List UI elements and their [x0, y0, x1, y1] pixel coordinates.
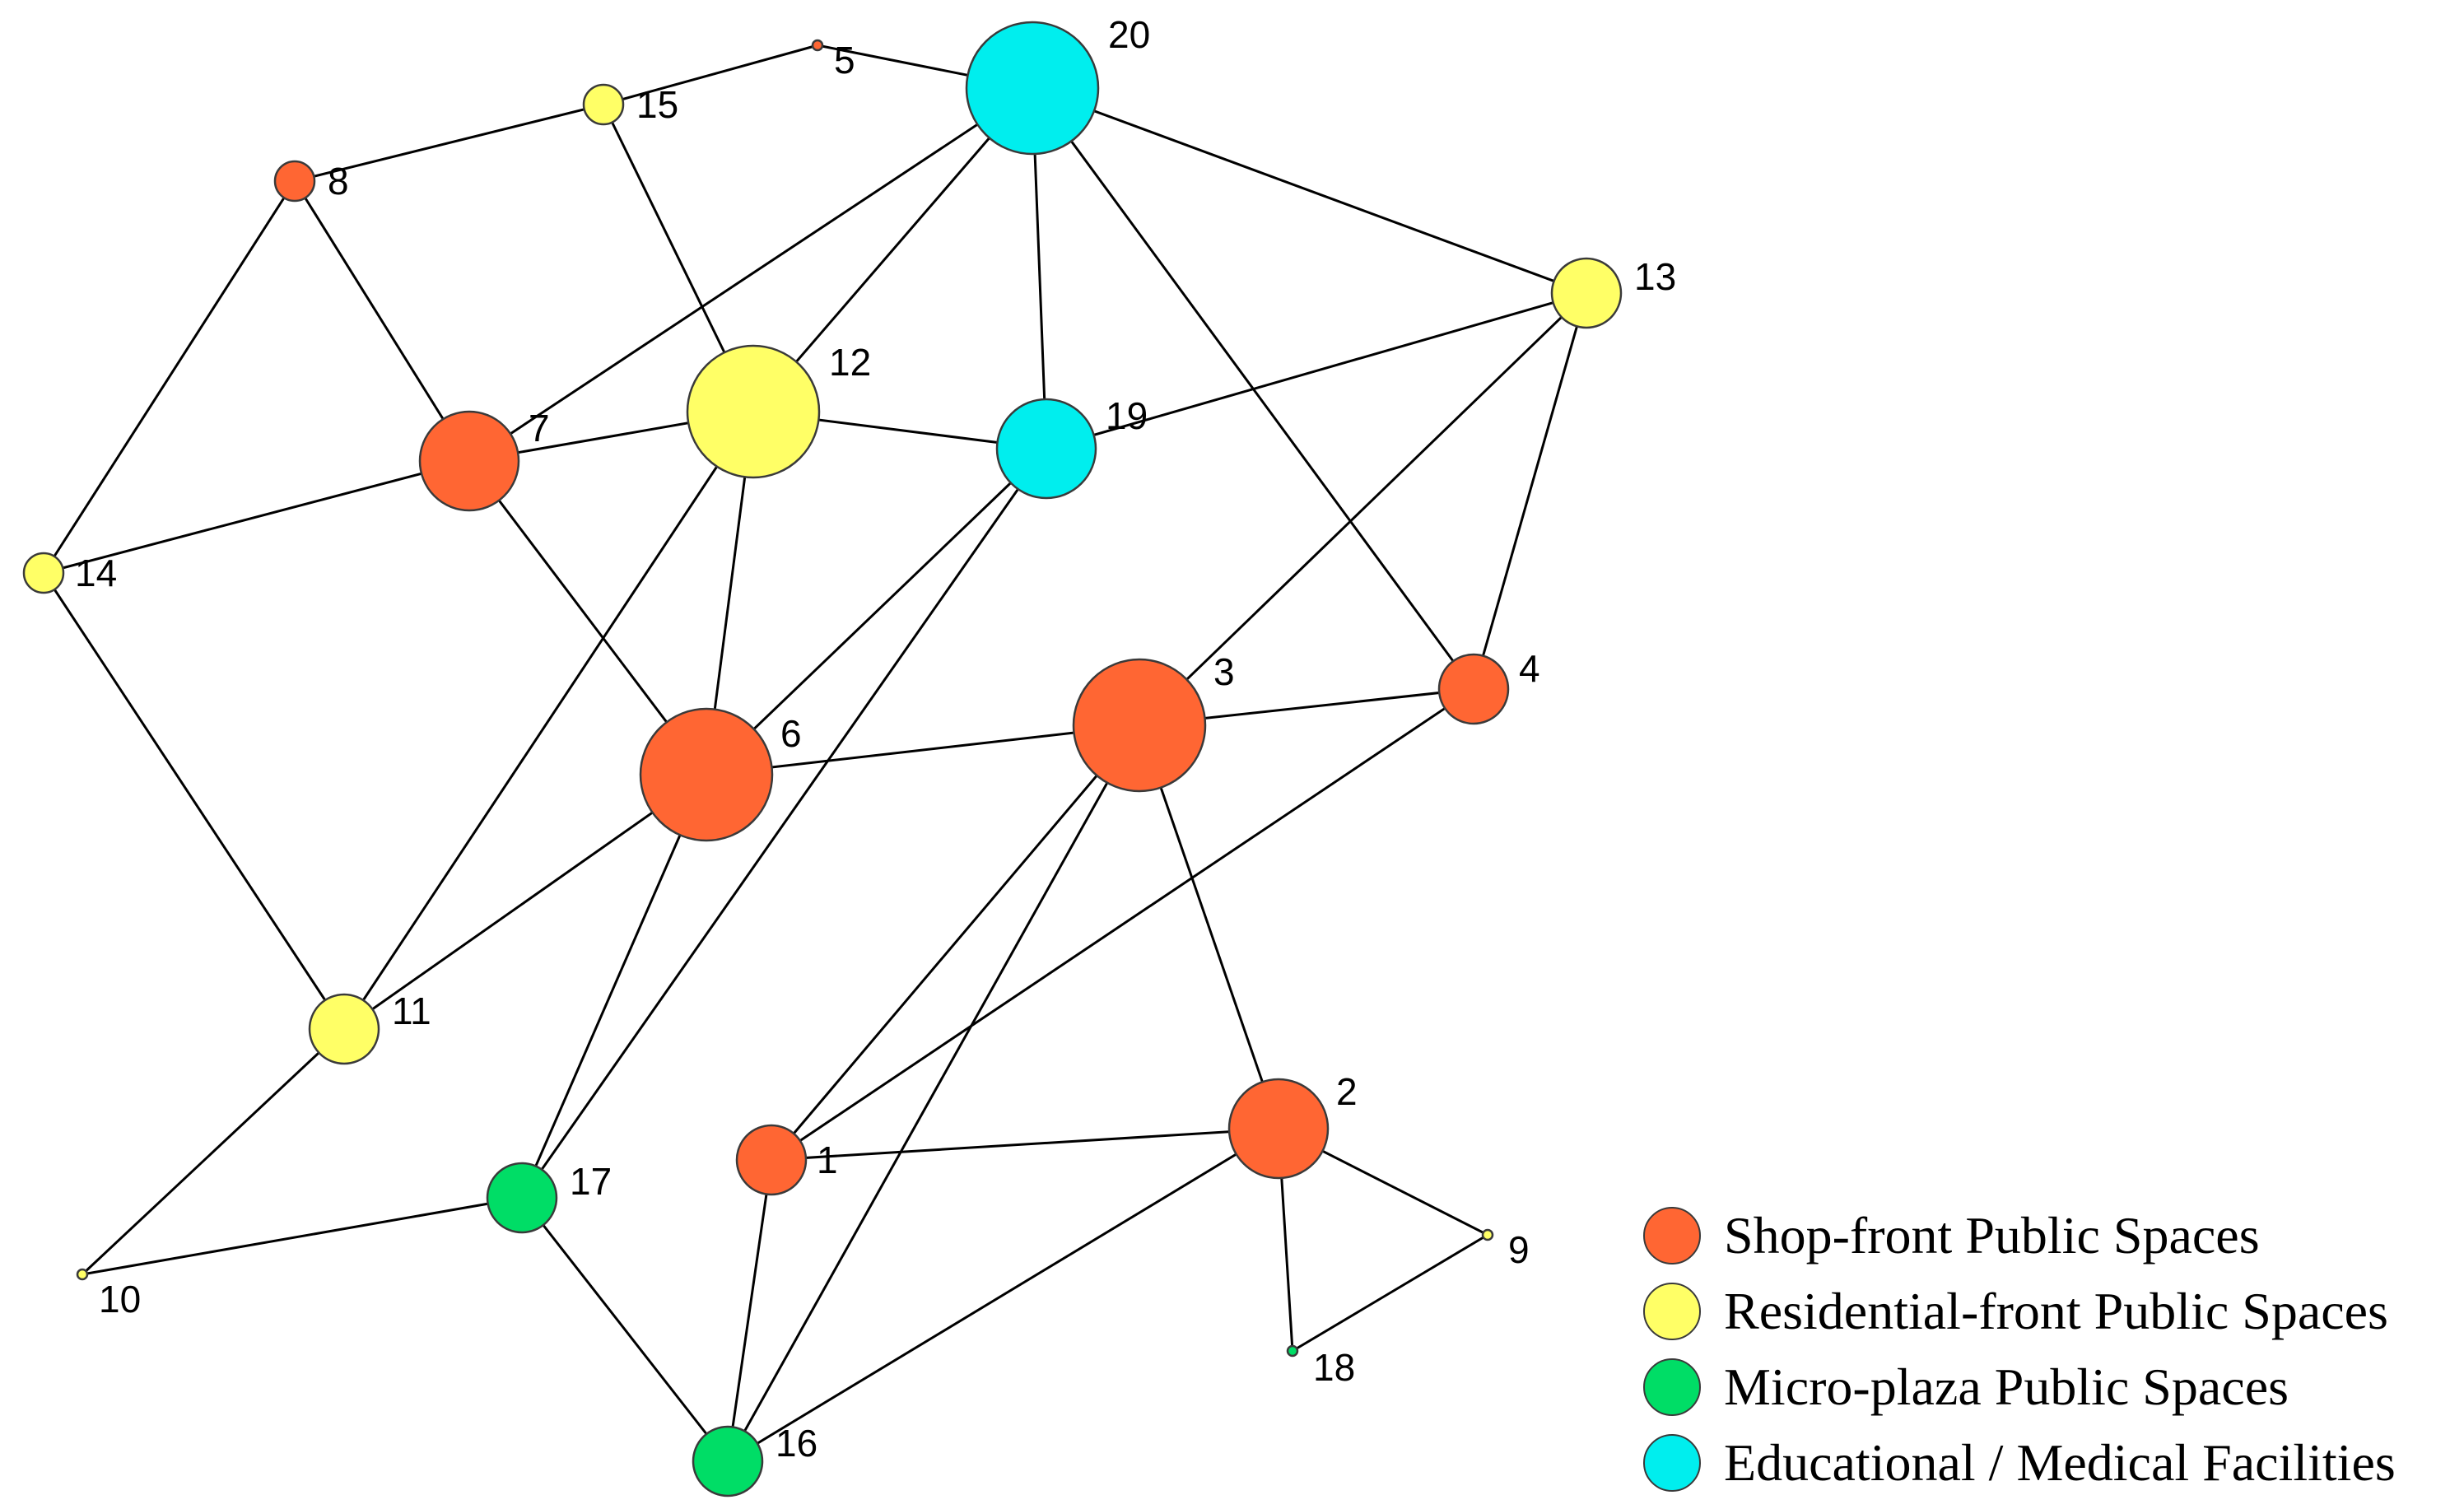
legend-swatch-micro-plaza: [1643, 1358, 1701, 1416]
edge-14-11: [42, 572, 346, 1030]
legend-item-educational-medical: Educational / Medical Facilities: [1643, 1425, 2458, 1501]
edge-5-15: [603, 44, 818, 106]
edge-13-19: [1046, 291, 1587, 450]
edge-17-16: [520, 1197, 729, 1462]
node-20: [965, 21, 1100, 156]
legend-label-educational-medical: Educational / Medical Facilities: [1724, 1433, 2396, 1492]
edge-3-16: [726, 724, 1141, 1462]
node-12: [686, 344, 821, 479]
edge-19-6: [705, 447, 1048, 776]
legend-label-shop: Shop-front Public Spaces: [1724, 1206, 2260, 1264]
node-label-13: 13: [1634, 255, 1676, 298]
node-3: [1072, 658, 1207, 793]
edge-9-18: [1292, 1233, 1488, 1353]
node-label-15: 15: [636, 83, 678, 126]
edge-13-4: [1472, 292, 1588, 690]
edge-7-14: [43, 459, 470, 575]
legend-label-residential: Residential-front Public Spaces: [1724, 1282, 2388, 1340]
edge-8-14: [42, 180, 296, 574]
legend-label-micro-plaza: Micro-plaza Public Spaces: [1724, 1358, 2289, 1416]
edge-13-3: [1138, 291, 1588, 727]
node-7: [418, 410, 520, 512]
node-label-2: 2: [1336, 1070, 1358, 1113]
node-6: [639, 707, 774, 842]
edge-19-17: [520, 448, 1048, 1199]
node-label-5: 5: [834, 39, 855, 82]
legend-item-residential: Residential-front Public Spaces: [1643, 1274, 2458, 1349]
node-label-6: 6: [780, 712, 802, 755]
edges-layer: [42, 44, 1588, 1463]
node-label-20: 20: [1108, 13, 1150, 56]
node-1: [735, 1124, 808, 1196]
edge-1-2: [771, 1127, 1279, 1162]
node-label-1: 1: [817, 1139, 838, 1181]
node-label-11: 11: [392, 990, 431, 1032]
node-13: [1550, 257, 1623, 329]
node-label-9: 9: [1508, 1228, 1530, 1271]
edge-8-7: [293, 180, 471, 462]
node-16: [692, 1425, 764, 1497]
edge-1-16: [726, 1159, 773, 1462]
legend-swatch-educational-medical: [1643, 1434, 1701, 1492]
edge-4-1: [771, 687, 1474, 1162]
node-label-3: 3: [1213, 650, 1235, 693]
nodes-layer: [22, 21, 1623, 1497]
legend-item-micro-plaza: Micro-plaza Public Spaces: [1643, 1349, 2458, 1425]
node-19: [995, 398, 1097, 500]
node-label-12: 12: [829, 341, 871, 384]
edge-3-2: [1138, 724, 1280, 1129]
edge-20-13: [1032, 86, 1587, 295]
edge-2-16: [727, 1127, 1279, 1463]
node-label-19: 19: [1106, 394, 1148, 437]
node-8: [273, 160, 316, 203]
node-5: [811, 39, 824, 52]
edge-20-7: [468, 86, 1033, 463]
node-4: [1437, 653, 1510, 725]
node-11: [308, 993, 380, 1065]
node-label-10: 10: [99, 1278, 141, 1320]
legend: Shop-front Public Spaces Residential-fro…: [1643, 1198, 2458, 1501]
node-label-17: 17: [570, 1160, 612, 1203]
edge-20-12: [752, 87, 1034, 412]
node-9: [1481, 1228, 1494, 1241]
node-18: [1286, 1344, 1299, 1358]
edge-6-3: [706, 724, 1140, 776]
edge-10-17: [82, 1196, 523, 1276]
legend-swatch-shop: [1643, 1207, 1701, 1264]
node-label-18: 18: [1313, 1346, 1355, 1389]
node-17: [486, 1162, 558, 1234]
node-10: [76, 1268, 89, 1281]
edge-12-11: [342, 411, 755, 1030]
node-14: [22, 552, 65, 594]
edge-3-1: [770, 724, 1141, 1161]
node-label-14: 14: [75, 552, 117, 594]
node-label-4: 4: [1519, 647, 1540, 690]
node-label-16: 16: [776, 1422, 817, 1465]
edge-15-8: [294, 103, 604, 183]
node-label-7: 7: [529, 407, 550, 449]
node-2: [1227, 1078, 1330, 1180]
legend-item-shop: Shop-front Public Spaces: [1643, 1198, 2458, 1274]
legend-swatch-residential: [1643, 1283, 1701, 1340]
edge-6-11: [343, 773, 707, 1031]
edge-6-17: [520, 774, 708, 1199]
node-15: [582, 83, 625, 126]
edge-11-10: [81, 1027, 346, 1276]
node-label-8: 8: [328, 160, 349, 203]
